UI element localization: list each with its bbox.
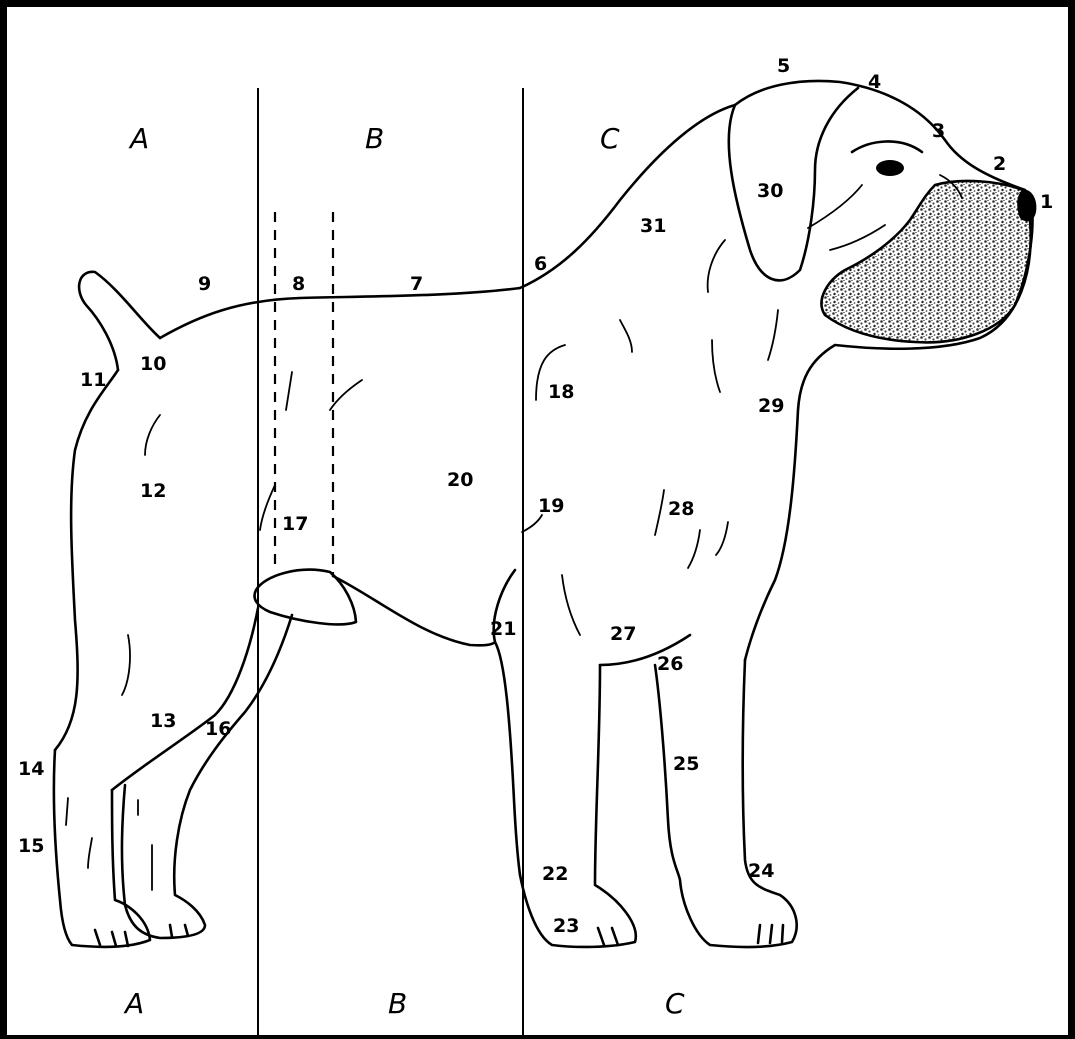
toes-front-left: [598, 928, 618, 945]
part-label-12: 12: [140, 480, 166, 502]
eye: [876, 160, 904, 176]
part-label-25: 25: [673, 753, 699, 775]
hip-mark: [145, 415, 160, 455]
part-label-21: 21: [490, 618, 516, 640]
flank-mark: [260, 485, 275, 530]
part-label-31: 31: [640, 215, 666, 237]
part-label-4: 4: [868, 71, 881, 93]
hock-mark: [66, 798, 68, 825]
part-label-30: 30: [757, 180, 783, 202]
toes-front-right: [758, 925, 783, 943]
part-label-9: 9: [198, 273, 211, 295]
throat-mark: [768, 310, 778, 360]
part-label-5: 5: [777, 55, 790, 77]
part-label-8: 8: [292, 273, 305, 295]
part-label-29: 29: [758, 395, 784, 417]
part-label-17: 17: [282, 513, 308, 535]
ear: [729, 88, 858, 280]
part-label-15: 15: [18, 835, 44, 857]
part-label-16: 16: [205, 718, 231, 740]
part-label-23: 23: [553, 915, 579, 937]
chest-mark-2: [688, 530, 700, 568]
eyebrow: [852, 141, 922, 152]
cheek-line-2: [830, 225, 885, 250]
part-label-28: 28: [668, 498, 694, 520]
loin-mark-1: [286, 372, 292, 410]
muzzle-shading: [822, 181, 1033, 342]
forearm-muscle: [562, 575, 580, 635]
brisket-mark: [522, 515, 542, 532]
thigh-mark: [122, 635, 130, 695]
chest-mark-3: [716, 522, 728, 555]
toes-rear-left: [95, 930, 128, 946]
stifle: [255, 570, 356, 625]
part-label-22: 22: [542, 863, 568, 885]
neck-mark-2: [712, 340, 720, 392]
region-label-bottom-b: B: [388, 987, 407, 1020]
region-label-top-c: C: [600, 122, 620, 155]
rear-leg-front: [112, 608, 258, 790]
loin-mark-2: [330, 380, 362, 410]
part-label-26: 26: [657, 653, 683, 675]
rear-leg-second: [122, 615, 292, 938]
cheek-line-1: [808, 185, 862, 228]
rear-leg-back: [54, 750, 150, 947]
part-label-14: 14: [18, 758, 44, 780]
part-label-19: 19: [538, 495, 564, 517]
part-label-2: 2: [993, 153, 1006, 175]
shoulder-blade-mark: [620, 320, 632, 352]
part-label-27: 27: [610, 623, 636, 645]
chest-mark-1: [655, 490, 664, 535]
region-label-bottom-a: A: [123, 987, 144, 1020]
part-label-11: 11: [80, 369, 106, 391]
part-label-20: 20: [447, 469, 473, 491]
front-leg-rear: [520, 665, 636, 947]
hock-mark-2: [88, 838, 92, 868]
part-label-3: 3: [932, 120, 945, 142]
nose: [1017, 190, 1036, 222]
topline: [160, 288, 520, 338]
front-leg-front: [655, 660, 797, 947]
rear-leg-mark: [138, 800, 152, 890]
part-label-1: 1: [1040, 191, 1053, 213]
part-label-6: 6: [534, 253, 547, 275]
rear-thigh: [55, 370, 118, 750]
part-label-10: 10: [140, 353, 166, 375]
part-label-13: 13: [150, 710, 176, 732]
region-label-top-b: B: [365, 122, 384, 155]
part-label-18: 18: [548, 381, 574, 403]
part-label-7: 7: [410, 273, 423, 295]
toes-rear-right: [170, 925, 188, 937]
region-label-bottom-c: C: [665, 987, 685, 1020]
neck-mark-1: [708, 240, 725, 292]
region-label-top-a: A: [128, 122, 149, 155]
part-label-24: 24: [748, 860, 774, 882]
